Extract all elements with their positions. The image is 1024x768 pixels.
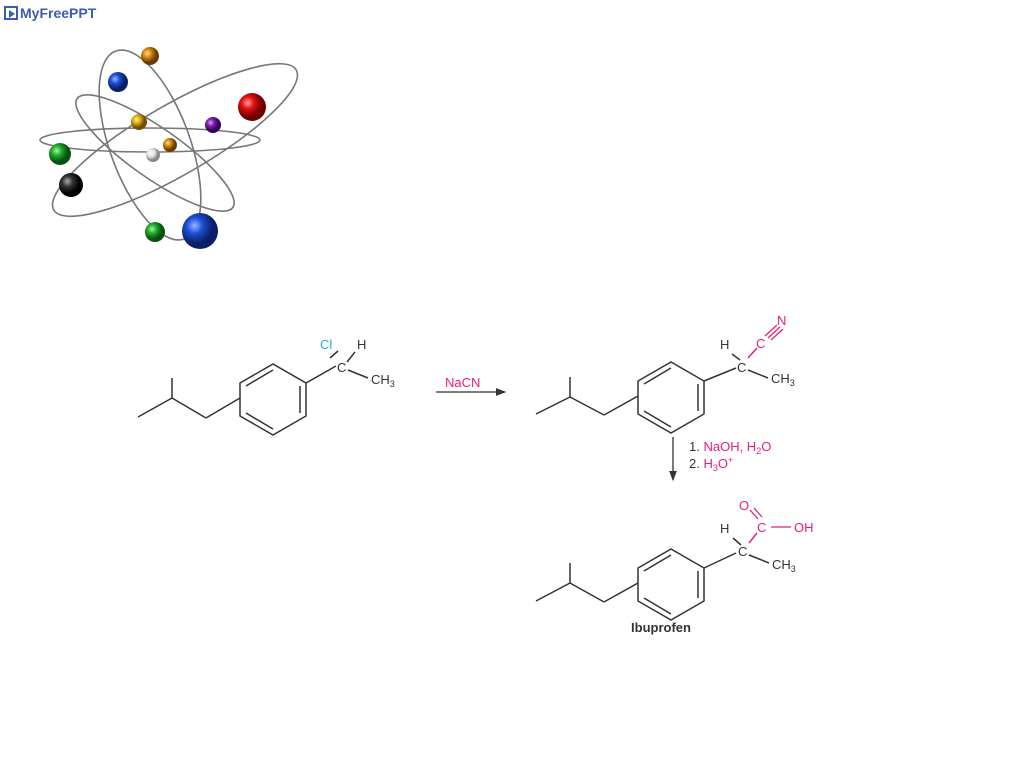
intermediate-h-label: H	[720, 337, 729, 352]
intermediate-c-label: C	[737, 360, 746, 375]
product-c-label: C	[738, 544, 747, 559]
orbit-ball	[238, 93, 266, 121]
product-molecule	[535, 532, 770, 621]
product-h-label: H	[720, 521, 729, 536]
orbit-ball	[59, 173, 83, 197]
intermediate-molecule	[535, 347, 769, 434]
orbit-ball	[141, 47, 159, 65]
nucleus-ball	[131, 114, 147, 130]
acid-oh-label: OH	[794, 520, 814, 535]
reactant-molecule	[137, 350, 369, 436]
product-name: Ibuprofen	[631, 620, 691, 635]
orbit-ball	[145, 222, 165, 242]
acid-c-label: C	[757, 520, 766, 535]
reactant-c-label: C	[337, 360, 346, 375]
nucleus-ball	[146, 148, 160, 162]
acid-o-label: O	[739, 498, 749, 513]
reactant-cl-label: Cl	[320, 337, 332, 352]
carbonyl-double-bond	[749, 507, 791, 528]
atom-illustration	[39, 47, 299, 249]
product-ch3-label: CH3	[772, 557, 796, 574]
step2-line1: 1. NaOH, H2O	[689, 439, 771, 456]
reactant-h-label: H	[357, 337, 366, 352]
orbit-ball	[108, 72, 128, 92]
step2-line2: 2. H3O+	[689, 455, 733, 473]
step1-reagent: NaCN	[445, 375, 480, 390]
orbit-ball	[49, 143, 71, 165]
nucleus-ball	[163, 138, 177, 152]
orbit-ball	[205, 117, 221, 133]
triple-bond	[764, 324, 784, 341]
logo-text: MyFreePPT	[20, 5, 97, 21]
intermediate-ch3-label: CH3	[771, 371, 795, 388]
orbit-ball	[182, 213, 218, 249]
reactant-ch3-label: CH3	[371, 372, 395, 389]
logo-play-icon	[4, 6, 18, 20]
logo: MyFreePPT	[4, 4, 96, 22]
nitrile-n-label: N	[777, 313, 786, 328]
nitrile-c-label: C	[756, 336, 765, 351]
